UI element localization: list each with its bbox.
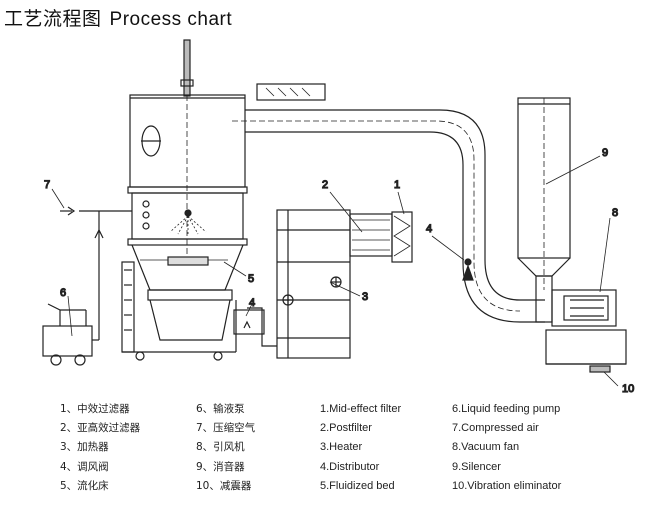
title-english: Process chart	[109, 9, 233, 30]
heater-cabinet	[233, 209, 413, 359]
vacuum-fan	[545, 289, 627, 373]
legend-item: 9.Silencer	[452, 460, 501, 473]
legend-item: 8.Vacuum fan	[452, 441, 520, 454]
callout-2: 2	[322, 179, 328, 191]
legend-item: 10.Vibration eliminator	[452, 479, 562, 492]
legend-english-col1: 1.Mid-effect filter 2.Postfilter 3.Heate…	[320, 400, 401, 496]
legend-item: 4.Distributor	[320, 460, 380, 473]
callout-5: 5	[248, 273, 254, 285]
legend-item: 1.Mid-effect filter	[320, 403, 402, 415]
legend-item: 6.Liquid feeding pump	[452, 403, 561, 415]
leader-lines	[51, 155, 619, 387]
callout-3: 3	[362, 291, 368, 303]
legend-item: 10、减震器	[196, 479, 252, 492]
legend-chinese-col1: 1、中效过滤器 2、亚高效过滤器 3、加热器 4、调风阀 5、流化床	[60, 400, 140, 496]
legend-item: 1、中效过滤器	[60, 403, 130, 415]
silencer	[517, 97, 571, 323]
callout-9: 9	[602, 147, 608, 159]
callout-8: 8	[612, 207, 618, 219]
legend-item: 3.Heater	[320, 441, 363, 454]
process-drawing: 1 2 3 4 4 5 6 7 8 9 10	[42, 39, 635, 396]
legend-item: 3、加热器	[60, 441, 109, 454]
legend-english-col2: 6.Liquid feeding pump 7.Compressed air 8…	[452, 400, 561, 496]
legend-item: 7、压缩空气	[196, 422, 256, 435]
callout-7: 7	[44, 179, 50, 191]
chart-title: 工艺流程图 Process chart	[4, 4, 232, 31]
callout-6: 6	[60, 287, 66, 299]
legend-item: 6、输液泵	[196, 403, 245, 415]
legend-item: 2、亚高效过滤器	[60, 422, 141, 435]
title-chinese: 工艺流程图	[4, 8, 102, 30]
legend-item: 8、引风机	[196, 441, 245, 454]
callout-4: 4	[426, 223, 432, 235]
legend-item: 4、调风阀	[60, 460, 109, 473]
legend-item: 5.Fluidized bed	[320, 479, 395, 492]
callout-10: 10	[622, 383, 634, 395]
legend-item: 7.Compressed air	[452, 422, 539, 435]
exhaust-duct	[232, 83, 545, 323]
callout-4b: 4	[249, 297, 255, 309]
legend-item: 5、流化床	[60, 479, 109, 492]
fluidized-bed-tower	[121, 39, 248, 361]
legend-item: 9、消音器	[196, 460, 245, 473]
legend-item: 2.Postfilter	[320, 422, 372, 435]
legend-chinese-col2: 6、输液泵 7、压缩空气 8、引风机 9、消音器 10、减震器	[196, 400, 255, 496]
callout-1: 1	[394, 179, 400, 191]
compressed-air-line	[60, 206, 132, 270]
liquid-feeding-pump	[42, 270, 100, 366]
